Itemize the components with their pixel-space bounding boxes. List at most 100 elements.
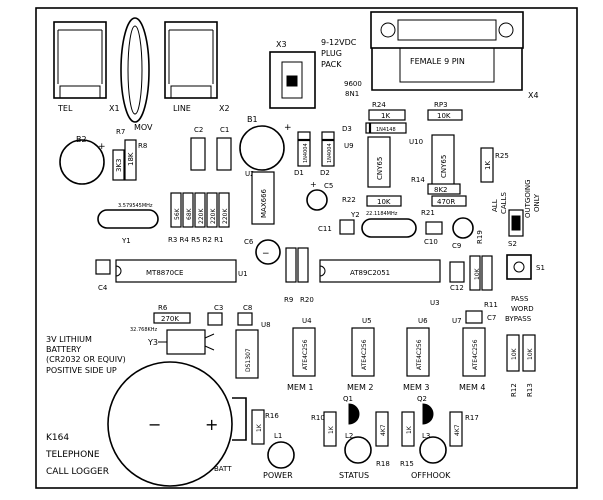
crystal-y2: Y2 22.1184MHz bbox=[350, 211, 417, 238]
u2-part: MAX666 bbox=[260, 188, 268, 218]
r22-value: 10K bbox=[377, 198, 391, 206]
r16-value: 1K bbox=[256, 423, 263, 432]
r6-label: R6 bbox=[158, 304, 168, 312]
capacitor-c1: C1 bbox=[216, 126, 232, 171]
u3-label: U3 bbox=[430, 299, 440, 307]
b1-label: B1 bbox=[247, 115, 258, 124]
ic-u2: U2 MAX666 bbox=[245, 170, 275, 225]
r25-label: R25 bbox=[495, 152, 509, 160]
battery-holder: − + BATT bbox=[107, 361, 247, 487]
ic-u5: U5 ATE4C256 MEM 2 bbox=[347, 317, 375, 392]
ic-u8: U8 DS1307 bbox=[235, 321, 271, 379]
capacitor-c2: C2 bbox=[190, 126, 206, 171]
y3-label: Y3 bbox=[147, 338, 158, 347]
mem2-label: MEM 2 bbox=[347, 383, 374, 392]
mem3-label: MEM 3 bbox=[403, 383, 430, 392]
resistor-r14: R14 8K2 bbox=[411, 176, 461, 195]
resistor-r15: 1K R15 bbox=[400, 411, 415, 468]
y1-freq: 3.579545MHz bbox=[118, 203, 153, 209]
x1-label: X1 bbox=[109, 104, 120, 113]
r8-label: R8 bbox=[138, 142, 147, 150]
r4-value: 68K bbox=[186, 207, 193, 220]
resistor-r22: R22 10K bbox=[342, 195, 402, 207]
r11-value: 10K bbox=[474, 267, 481, 280]
board-outline bbox=[35, 7, 578, 489]
button-s1: S1 PASS WORD BYPASS bbox=[505, 254, 545, 323]
capacitor-c12: C12 bbox=[449, 261, 465, 292]
b2-label: B2 bbox=[76, 135, 87, 144]
r13-value: 10K bbox=[527, 347, 534, 360]
batt-label: BATT bbox=[214, 465, 232, 473]
crystal-y3: 32.768KHz Y3 bbox=[130, 327, 215, 355]
ic-u4: U4 ATE4C256 MEM 1 bbox=[287, 317, 316, 392]
d3-part: 1N4148 bbox=[376, 127, 396, 133]
u4-part: ATE4C256 bbox=[302, 339, 309, 370]
mem1-label: MEM 1 bbox=[287, 383, 314, 392]
led-l2: L2 bbox=[344, 432, 372, 464]
r3-value: 56K bbox=[174, 207, 181, 220]
b2-plus: + bbox=[98, 142, 106, 152]
y1-label: Y1 bbox=[121, 237, 131, 245]
r11-label: R11 bbox=[484, 301, 498, 309]
y3-freq: 32.768KHz bbox=[130, 327, 158, 333]
u4-label: U4 bbox=[302, 317, 312, 325]
ic-u9: U9 CNY65 bbox=[344, 136, 391, 188]
c2-label: C2 bbox=[194, 126, 203, 134]
ic-u6: U6 ATE4C256 MEM 3 bbox=[403, 317, 430, 392]
diode-d3: D3 1N4148 bbox=[342, 122, 407, 134]
resistors-r11-bank: 10K R11 bbox=[469, 255, 498, 309]
plug-pack-line1: 9-12VDC bbox=[321, 38, 357, 47]
resistor-r16: 1K R16 bbox=[251, 409, 279, 445]
capacitor-c5: + C5 bbox=[306, 180, 333, 211]
d2-label: D2 bbox=[320, 169, 330, 177]
r8-value: 18K bbox=[127, 152, 135, 166]
c9-label: C9 bbox=[452, 242, 461, 250]
capacitor-c11: C11 bbox=[318, 219, 355, 235]
x4-label: X4 bbox=[528, 91, 539, 100]
r21-label: R21 bbox=[421, 209, 435, 217]
c1-label: C1 bbox=[220, 126, 229, 134]
l1-label: L1 bbox=[274, 432, 282, 440]
db9-serial-connector: FEMALE 9 PIN X4 9600 8N1 bbox=[344, 11, 539, 100]
battery-line4: POSITIVE SIDE UP bbox=[46, 366, 117, 375]
q2-label: Q2 bbox=[417, 395, 427, 403]
serial-config-name: 9600 bbox=[344, 80, 362, 88]
r23-value: 470R bbox=[437, 198, 455, 206]
rp3-value: 10K bbox=[437, 112, 451, 120]
r18-value: 4K7 bbox=[380, 424, 387, 436]
r1-value: 220K bbox=[222, 208, 229, 224]
u8-label: U8 bbox=[261, 321, 271, 329]
dc-jack: X3 9-12VDC PLUG PACK bbox=[269, 38, 357, 109]
serial-config-part: 8N1 bbox=[345, 90, 359, 98]
pass-line1: PASS bbox=[511, 295, 529, 303]
resistor-r8: 18K bbox=[124, 139, 137, 181]
r12-value: 10K bbox=[511, 347, 518, 360]
u9-part: CNY65 bbox=[376, 157, 384, 180]
resistor-r24: R24 1K bbox=[368, 101, 406, 121]
capacitor-b1: B1 + bbox=[239, 115, 292, 171]
y2-label: Y2 bbox=[350, 211, 360, 219]
battery-note: 3V LITHIUM BATTERY (CR2032 OR EQUIV) POS… bbox=[46, 335, 126, 375]
ic-u1: MT8870CE U1 bbox=[115, 259, 248, 283]
resistors-r9-r20: R9 R20 bbox=[284, 247, 314, 304]
u1-label: U1 bbox=[238, 270, 248, 278]
capacitor-c7: C7 bbox=[465, 310, 496, 324]
all-calls-1: ALL bbox=[491, 199, 499, 212]
r18-label: R18 bbox=[376, 460, 390, 468]
u10-part: CNY65 bbox=[440, 155, 448, 178]
c3-label: C3 bbox=[214, 304, 223, 312]
board-title: K164 TELEPHONE CALL LOGGER bbox=[45, 433, 109, 477]
u1-part: MT8870CE bbox=[146, 269, 183, 277]
mode-switch-s2: ALL CALLS OUTGOING ONLY S2 bbox=[491, 179, 541, 248]
plug-pack-line2: PLUG bbox=[321, 49, 342, 58]
r9-label: R9 bbox=[284, 296, 293, 304]
r17-value: 4K7 bbox=[454, 424, 461, 436]
power-label: POWER bbox=[263, 471, 293, 480]
line-label: LINE bbox=[173, 104, 191, 113]
r7-value: 3K3 bbox=[115, 159, 123, 173]
outgoing-1: OUTGOING bbox=[524, 179, 532, 218]
r10-label: R10 bbox=[311, 414, 325, 422]
x3-label: X3 bbox=[276, 40, 287, 49]
capacitor-c10: C10 bbox=[424, 221, 443, 246]
d2-part: 1N4004 bbox=[327, 143, 333, 163]
